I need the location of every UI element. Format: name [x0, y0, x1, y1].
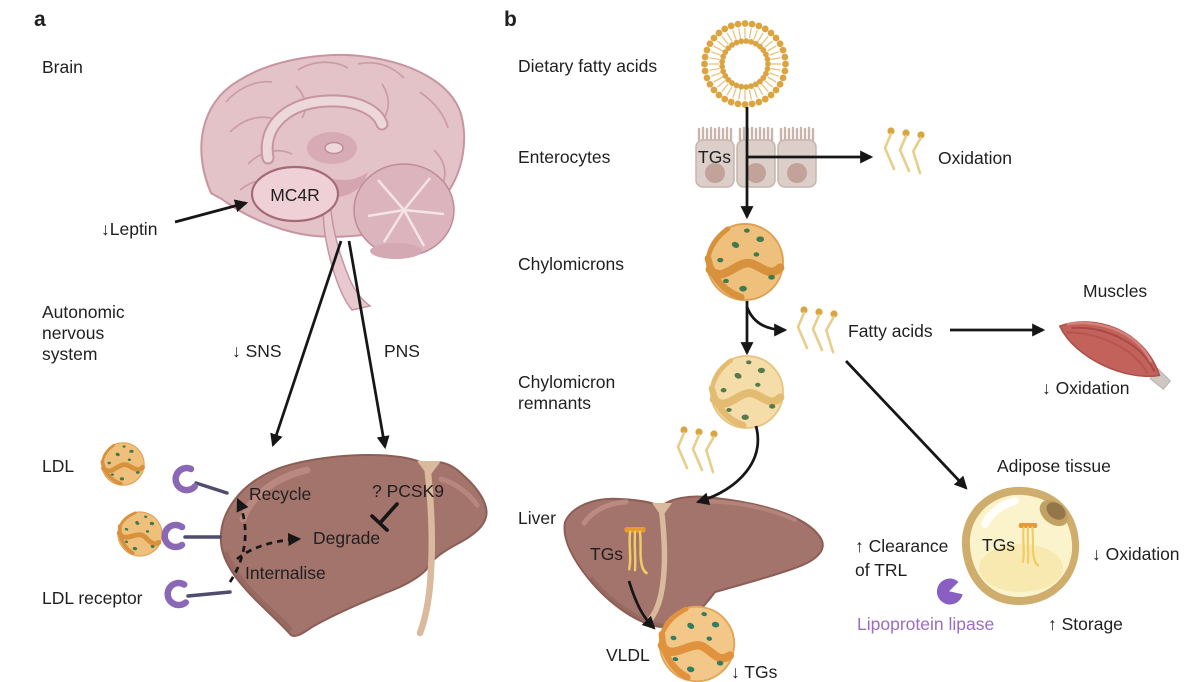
degrade-label: Degrade — [313, 528, 380, 548]
storage-label: ↑ Storage — [1048, 614, 1123, 634]
ldl-particle-icon — [101, 442, 145, 486]
arrow-internalise-to-degrade — [236, 533, 302, 561]
internalise-label: Internalise — [245, 563, 326, 583]
autonomic-label-line2: nervous — [42, 323, 105, 343]
chylomicron-remnant-icon — [711, 356, 783, 428]
adipocyte-nucleus — [1046, 502, 1066, 520]
pcsk9-inhibition-tbar — [370, 502, 399, 532]
autonomic-label-line3: system — [42, 344, 97, 364]
falciform-ligament — [416, 461, 436, 637]
receptor-stem — [186, 590, 232, 598]
lipoprotein-lipase-label: Lipoprotein lipase — [857, 614, 994, 634]
vldl-label: VLDL — [606, 645, 650, 665]
micelle-icon — [701, 20, 789, 108]
brain-label: Brain — [42, 57, 83, 77]
lipoprotein-lipase-icon — [936, 578, 963, 605]
liver-tgs-label: TGs — [590, 544, 623, 564]
adipocyte-icon — [961, 486, 1080, 606]
ldl-receptor-icon — [165, 525, 182, 547]
falciform-ligament — [646, 503, 668, 624]
receptor-stem — [194, 481, 229, 495]
oxidation-label: Oxidation — [938, 148, 1012, 168]
cerebellum — [353, 163, 455, 259]
arrow-chylomicron-to-fatty-acids — [745, 306, 788, 337]
clearance-label-line1: ↑ Clearance — [855, 536, 948, 556]
liver-a-illustration — [219, 453, 488, 637]
ldl-label: LDL — [42, 456, 74, 476]
enterocytes-label: Enterocytes — [518, 147, 611, 167]
mc4r-label: MC4R — [270, 185, 320, 205]
arrow-fatty-acids-to-adipose — [845, 360, 968, 490]
muscle-icon — [1058, 321, 1171, 390]
leptin-label: ↓Leptin — [101, 219, 157, 239]
muscles-label: Muscles — [1083, 281, 1147, 301]
adipose-tissue-label: Adipose tissue — [997, 456, 1111, 476]
arrow-sns-to-liver — [270, 240, 343, 448]
fatty-acids-label: Fatty acids — [848, 321, 933, 341]
panel-a-letter: a — [34, 8, 46, 31]
fatty-acid-icon — [676, 425, 720, 474]
ldl-receptor-icon — [174, 467, 196, 492]
adipose-oxidation-label: ↓ Oxidation — [1092, 544, 1180, 564]
remnants-label-line1: Chylomicron — [518, 372, 615, 392]
arrow-internalise-to-recycle — [228, 498, 249, 583]
dietary-fatty-acids-label: Dietary fatty acids — [518, 56, 657, 76]
ldl-receptor-label: LDL receptor — [42, 588, 143, 608]
pns-label: PNS — [384, 341, 420, 361]
arrow-pns-to-liver — [347, 240, 390, 450]
panel-b-letter: b — [504, 8, 517, 31]
chylomicrons-label: Chylomicrons — [518, 254, 624, 274]
recycle-label: Recycle — [249, 484, 311, 504]
autonomic-label-line1: Autonomic — [42, 302, 125, 322]
arrow-liver-to-vldl — [627, 580, 656, 630]
chylomicron-icon — [707, 224, 783, 300]
ldl-receptor-icon — [167, 583, 186, 606]
mc4r-badge — [250, 165, 340, 223]
clearance-label-line2: of TRL — [855, 560, 907, 580]
fatty-acid-icon — [883, 126, 927, 175]
enterocyte-tgs-label: TGs — [698, 147, 731, 167]
muscle-oxidation-label: ↓ Oxidation — [1042, 378, 1130, 398]
adipose-tgs-label: TGs — [982, 535, 1015, 555]
fatty-acid-icon — [796, 305, 840, 354]
remnants-label-line2: remnants — [518, 393, 591, 413]
ldl-particle-icon — [113, 507, 167, 561]
sns-label: ↓ SNS — [232, 341, 282, 361]
pcsk9-label: ? PCSK9 — [372, 481, 444, 501]
vldl-tgs-label: ↓ TGs — [731, 662, 778, 682]
liver-label: Liver — [518, 508, 556, 528]
arrow-leptin-to-mc4r — [174, 199, 249, 224]
arrow-remnant-to-liver — [695, 425, 760, 506]
